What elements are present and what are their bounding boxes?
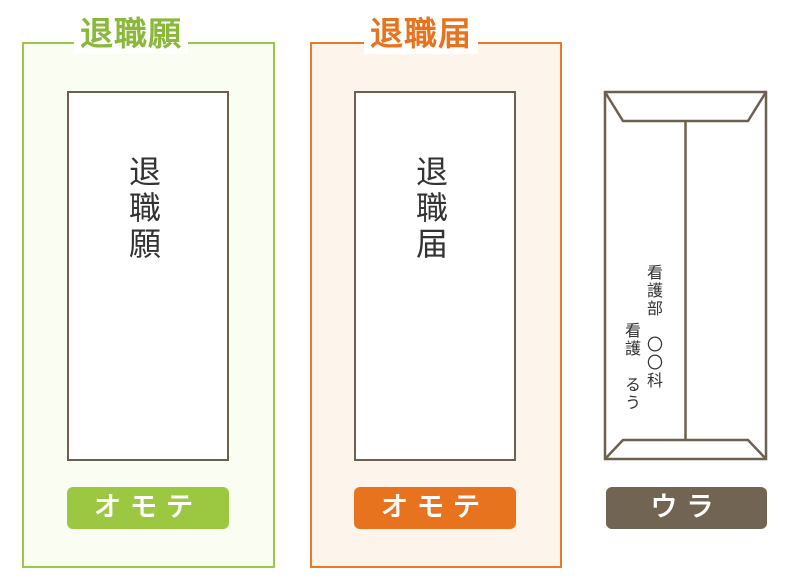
envelope-front-request: 退職願 — [67, 91, 229, 461]
resignation-notice-title: 退職届 — [364, 14, 478, 54]
front-badge-request: オモテ — [67, 487, 229, 529]
envelope-front-notice: 退職届 — [354, 91, 516, 461]
envelope-front-request-text: 退職願 — [124, 155, 162, 263]
back-badge: ウラ — [606, 487, 767, 529]
envelope-back-icon — [603, 90, 768, 461]
envelope-back-name: 看護 るう — [622, 322, 641, 412]
front-badge-notice: オモテ — [354, 487, 516, 529]
resignation-request-title: 退職願 — [74, 14, 188, 54]
envelope-back-department: 看護部 〇〇科 — [644, 264, 663, 390]
envelope-front-notice-text: 退職届 — [411, 155, 449, 263]
